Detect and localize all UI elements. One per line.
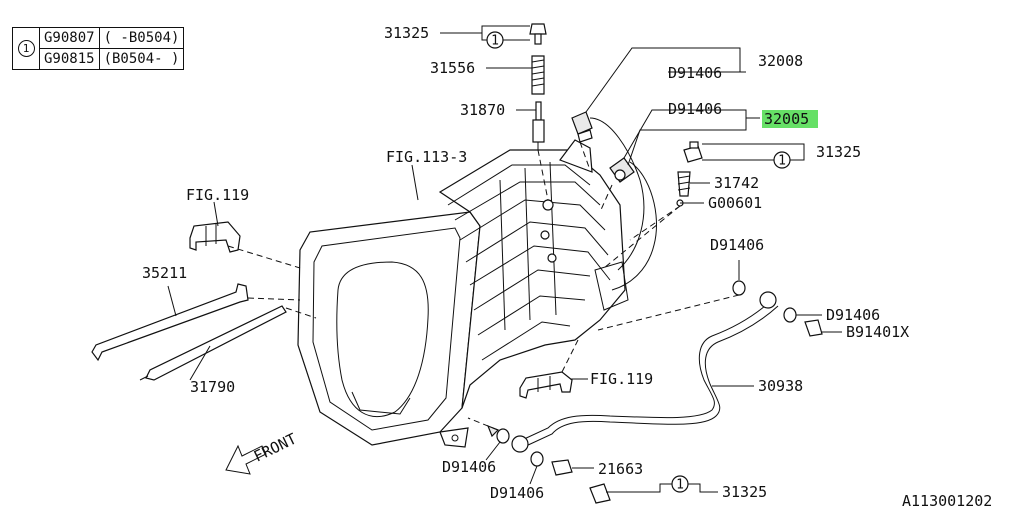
part-label-d91406-c[interactable]: D91406 — [710, 236, 764, 254]
legend-range-1: ( -B0504) — [98, 27, 185, 49]
washers-and-bolts-drawing — [486, 280, 823, 504]
part-label-31870[interactable]: 31870 — [460, 101, 505, 119]
part-label-31790[interactable]: 31790 — [190, 378, 235, 396]
callout-marker-bottom: 1 — [676, 478, 684, 493]
part-label-30938[interactable]: 30938 — [758, 377, 803, 395]
part-label-31556[interactable]: 31556 — [430, 59, 475, 77]
callout-markers: 1 1 1 — [486, 31, 791, 493]
part-label-31325-top[interactable]: 31325 — [384, 24, 429, 42]
part-label-d91406-e[interactable]: D91406 — [442, 458, 496, 476]
plunger-stack-drawing — [529, 23, 547, 150]
spring-31742-drawing — [676, 171, 691, 207]
part-label-d91406-b[interactable]: D91406 — [668, 100, 722, 118]
rod-35211-drawing — [91, 283, 249, 362]
part-labels: 31325 31556 31870 FIG.113-3 FIG.119 3521… — [142, 24, 992, 510]
front-label: FRONT — [251, 430, 299, 466]
fig-ref-119-left[interactable]: FIG.119 — [186, 186, 249, 204]
bracket-fig119-bottom-drawing — [519, 371, 573, 399]
transmission-case-drawing — [297, 139, 629, 448]
part-label-b91401x[interactable]: B91401X — [846, 323, 909, 341]
callout-marker-top: 1 — [491, 34, 499, 49]
pipe-30938-drawing — [511, 291, 779, 453]
legend-range-2: (B0504- ) — [98, 48, 185, 70]
fig-ref-113-3[interactable]: FIG.113-3 — [386, 148, 467, 166]
legend-marker: 1 — [17, 40, 35, 57]
part-label-31325-right[interactable]: 31325 — [816, 143, 861, 161]
part-label-32008[interactable]: 32008 — [758, 52, 803, 70]
assembly-dashed-lines — [227, 141, 740, 431]
rod-31790-drawing — [139, 305, 287, 381]
front-arrow-icon: FRONT — [225, 430, 299, 475]
part-label-31325-bottom[interactable]: 31325 — [722, 483, 767, 501]
catalog-illustration-id: A113001202 — [902, 492, 992, 510]
switch-32008-drawing — [571, 111, 645, 271]
part-label-32005[interactable]: 32005 — [764, 110, 809, 128]
switch-32005-drawing — [609, 157, 657, 291]
part-label-35211[interactable]: 35211 — [142, 264, 187, 282]
legend-code-1: G90807 — [39, 27, 100, 49]
applicability-legend-table: 1 G90807 ( -B0504) G90815 (B0504- ) — [12, 27, 185, 70]
part-32005-highlight — [762, 110, 818, 128]
bracket-fig119-left-drawing — [189, 221, 241, 253]
callout-marker-right: 1 — [778, 154, 786, 169]
part-label-d91406-d[interactable]: D91406 — [826, 306, 880, 324]
legend-code-2: G90815 — [39, 48, 100, 70]
part-label-g00601[interactable]: G00601 — [708, 194, 762, 212]
bolt-31325-right-drawing — [683, 141, 703, 163]
leader-lines — [167, 25, 842, 493]
part-label-31742[interactable]: 31742 — [714, 174, 759, 192]
fig-ref-119-bottom[interactable]: FIG.119 — [590, 370, 653, 388]
part-label-21663[interactable]: 21663 — [598, 460, 643, 478]
part-label-d91406-a[interactable]: D91406 — [668, 64, 722, 82]
legend-marker-cell: 1 — [12, 27, 40, 70]
part-label-d91406-f[interactable]: D91406 — [490, 484, 544, 502]
